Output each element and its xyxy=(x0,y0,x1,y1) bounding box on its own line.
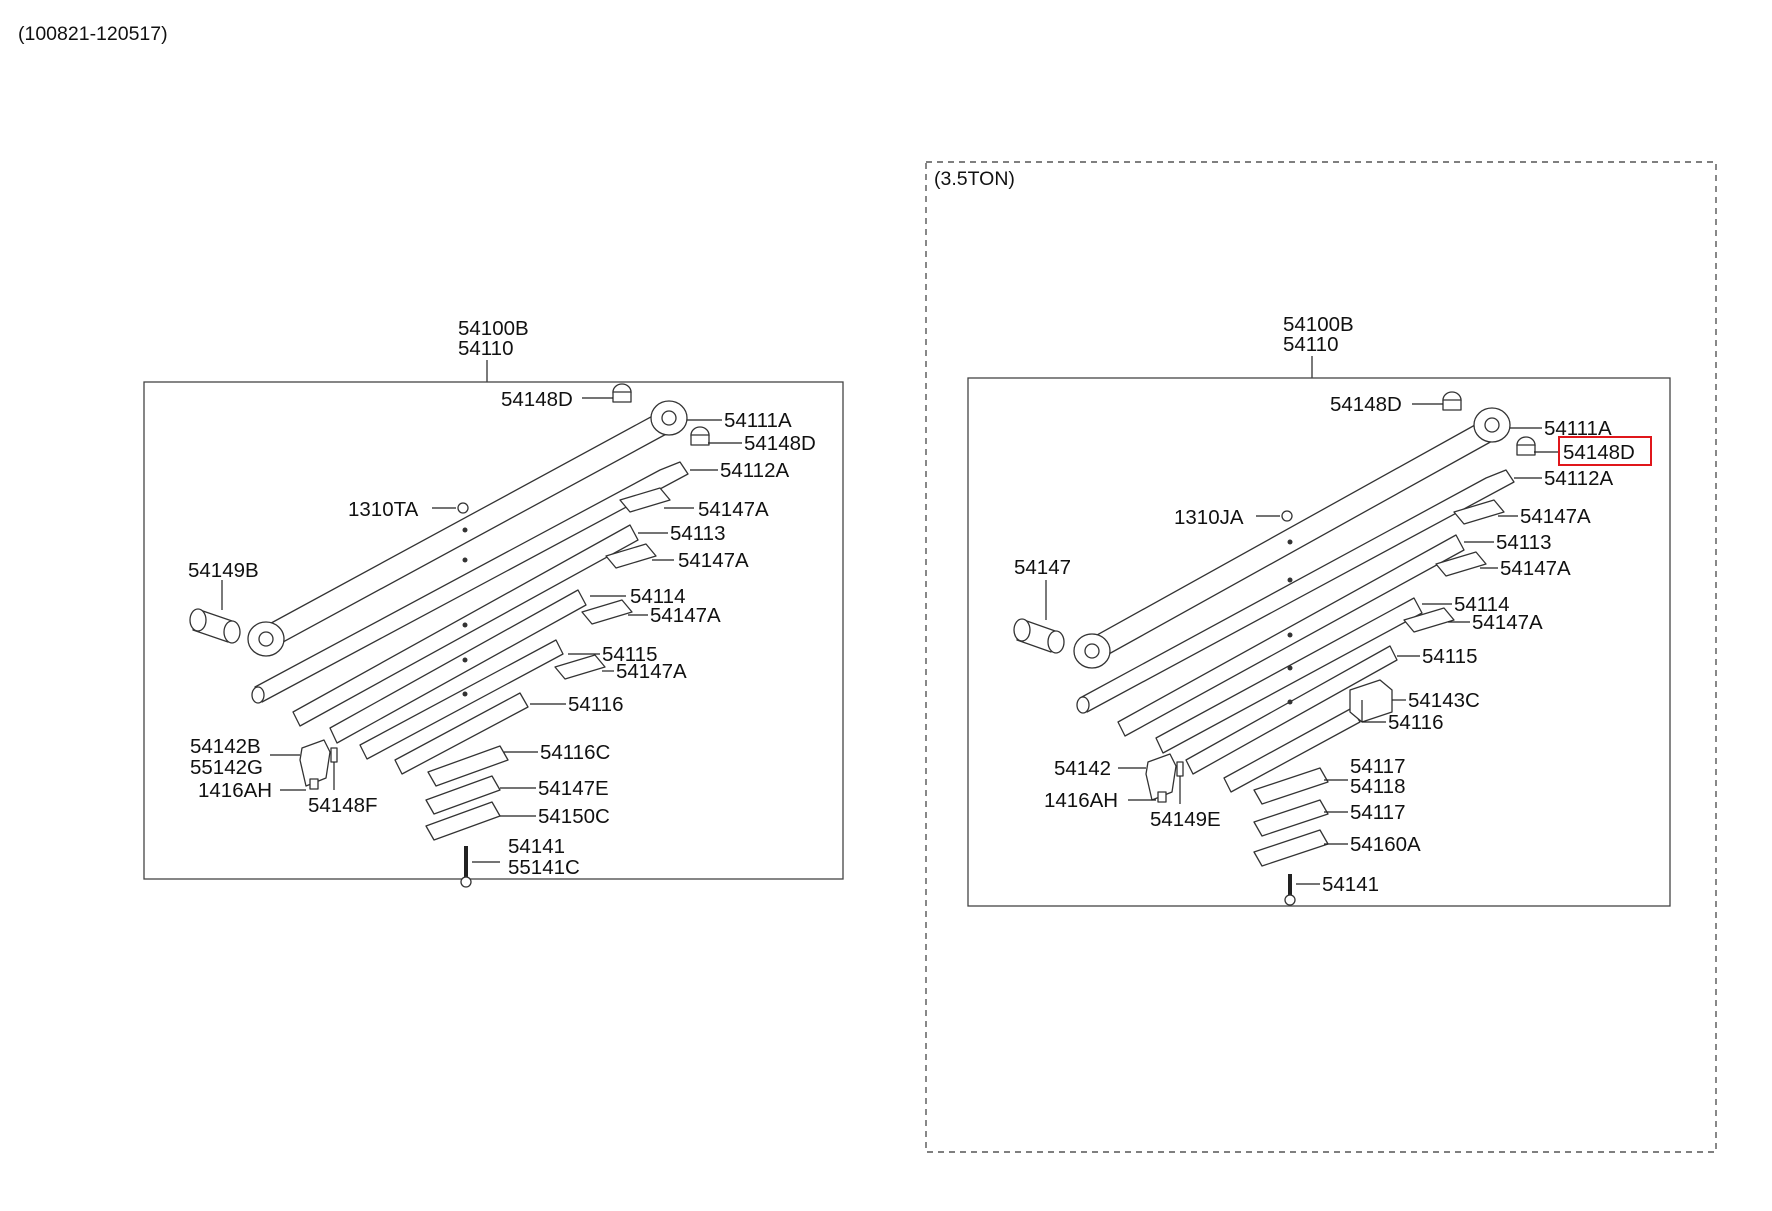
part-label: 54147A xyxy=(1500,557,1571,580)
part-label: 54115 xyxy=(602,643,657,666)
part-label: 54149E xyxy=(1150,808,1221,831)
part-label: 54147 xyxy=(1014,556,1071,579)
part-label: 55141C xyxy=(508,856,580,879)
part-label: 54147A xyxy=(650,604,721,627)
part-label: 54149B xyxy=(188,559,259,582)
bushing-54149B xyxy=(189,608,241,644)
pad-54147A xyxy=(581,599,633,625)
leaf-54113 xyxy=(292,524,639,727)
part-label: 54147A xyxy=(678,549,749,572)
part-label: 54148D xyxy=(1330,393,1402,416)
bushing-54147 xyxy=(1013,618,1065,654)
part-label: 54114 xyxy=(1454,593,1509,616)
part-label: 54113 xyxy=(1496,531,1551,554)
part-label: 54148D xyxy=(501,388,573,411)
highlight-box[interactable] xyxy=(1558,436,1652,466)
variant-label: (3.5TON) xyxy=(934,168,1015,190)
nut-1310JA xyxy=(1281,510,1293,522)
assembly-number: 54100B xyxy=(1283,313,1354,336)
part-label: 54147A xyxy=(698,498,769,521)
part-label: 1310JA xyxy=(1174,506,1244,529)
part-label: 54141 xyxy=(1322,873,1379,896)
spacer-54143C xyxy=(1349,679,1393,723)
part-label: 54115 xyxy=(1422,645,1477,668)
part-label-highlighted[interactable]: 54148D xyxy=(1563,441,1635,464)
leaf-54115 xyxy=(1185,645,1398,775)
clip-54142 xyxy=(1145,753,1184,803)
leaf-54116 xyxy=(394,692,529,775)
part-label: 54112A xyxy=(1544,467,1613,490)
part-label: 1416AH xyxy=(198,779,272,802)
leaf-54112A xyxy=(251,461,689,704)
part-label: 54117 xyxy=(1350,755,1405,778)
main-leaf xyxy=(1073,407,1511,669)
clip-54142B xyxy=(299,739,338,790)
plate-54147E xyxy=(425,775,501,815)
assembly-number: 54110 xyxy=(1283,333,1338,356)
assembly-number: 54110 xyxy=(458,337,513,360)
part-label: 54143C xyxy=(1408,689,1480,712)
assembly-frame xyxy=(967,377,1671,907)
nut-1310TA xyxy=(457,502,469,514)
part-label: 54116 xyxy=(1388,711,1443,734)
part-label: 54113 xyxy=(670,522,725,545)
right-diagram: (3.5TON) 54100B 54110 xyxy=(925,161,1717,1153)
assembly-number: 54100B xyxy=(458,317,529,340)
part-label: 54148F xyxy=(308,794,378,817)
plate-54117 xyxy=(1253,799,1329,837)
part-label: 54147A xyxy=(616,660,687,683)
part-label: 54116C xyxy=(540,741,610,764)
part-label: 54111A xyxy=(724,409,792,432)
leaf-54112A xyxy=(1076,469,1515,714)
part-label: 55142G xyxy=(190,756,263,779)
pad-54147A xyxy=(1435,551,1487,577)
leaf-54114 xyxy=(329,589,587,744)
part-label: 54141 xyxy=(508,835,565,858)
pad-54147A xyxy=(605,543,657,569)
part-label: 54118 xyxy=(1350,775,1405,798)
leaf-54114 xyxy=(1155,597,1423,754)
date-code: (100821-120517) xyxy=(18,23,168,45)
plate-54117 xyxy=(1253,767,1329,805)
pad-54147A xyxy=(554,654,606,680)
pad-54147A xyxy=(1403,607,1455,633)
assembly-frame xyxy=(143,381,844,880)
bushing-54148D xyxy=(1442,391,1536,456)
center-bolt-54141 xyxy=(1284,874,1296,906)
main-leaf xyxy=(247,400,688,657)
part-label: 1310TA xyxy=(348,498,419,521)
left-diagram: 54100B 54110 xyxy=(143,317,844,888)
pad-54147A xyxy=(1453,499,1505,525)
spacer-54116C xyxy=(427,745,509,787)
leaf-54113 xyxy=(1117,534,1465,737)
pad-54147A xyxy=(619,487,671,513)
part-label: 54114 xyxy=(630,585,685,608)
part-label: 54147A xyxy=(1520,505,1591,528)
part-label: 54142B xyxy=(190,735,261,758)
part-label: 54142 xyxy=(1054,757,1111,780)
bushing-54148D xyxy=(612,383,710,446)
part-label: 54117 xyxy=(1350,801,1405,824)
part-label: 54160A xyxy=(1350,833,1421,856)
part-label: 54148D xyxy=(744,432,816,455)
part-label: 54112A xyxy=(720,459,789,482)
part-label: 54116 xyxy=(568,693,623,716)
part-label: 54147A xyxy=(1472,611,1543,634)
part-label: 1416AH xyxy=(1044,789,1118,812)
part-label: 54111A xyxy=(1544,417,1612,440)
leaf-54115 xyxy=(359,639,564,760)
part-label: 54150C xyxy=(538,805,610,828)
center-bolt-54141 xyxy=(460,846,472,888)
leaf-54116 xyxy=(1223,707,1361,793)
part-label: 54147E xyxy=(538,777,609,800)
